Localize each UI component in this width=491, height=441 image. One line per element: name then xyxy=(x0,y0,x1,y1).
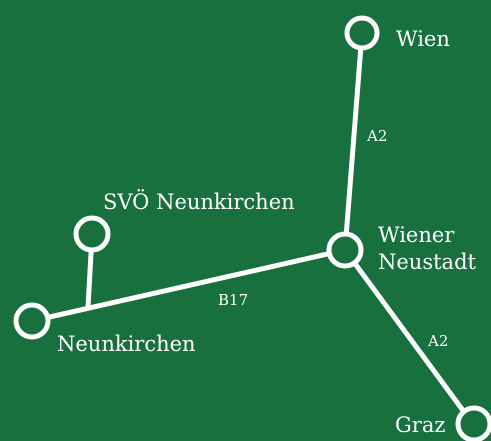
svo-neunkirchen-label: SVÖ Neunkirchen xyxy=(103,189,295,214)
a2-south-road-label: A2 xyxy=(427,332,448,350)
a2-south-route xyxy=(342,247,473,423)
wien-label: Wien xyxy=(396,27,450,51)
a2-north-route xyxy=(342,30,365,253)
svo-node-icon[interactable] xyxy=(73,215,111,253)
a2-north-road-label: A2 xyxy=(366,127,387,145)
wiener-neustadt-label-line2: Neustadt xyxy=(378,250,477,274)
neunkirchen-node-icon[interactable] xyxy=(13,302,51,340)
b17-road-label: B17 xyxy=(218,291,248,309)
wien-node-icon[interactable] xyxy=(344,15,380,51)
neunkirchen-label: Neunkirchen xyxy=(57,332,196,356)
wiener-neustadt-label-line1: Wiener xyxy=(378,223,455,247)
wiener-neustadt-node-icon[interactable] xyxy=(326,231,364,269)
graz-label: Graz xyxy=(395,413,445,437)
b17-route xyxy=(29,247,348,324)
graz-node-icon[interactable] xyxy=(455,405,491,441)
